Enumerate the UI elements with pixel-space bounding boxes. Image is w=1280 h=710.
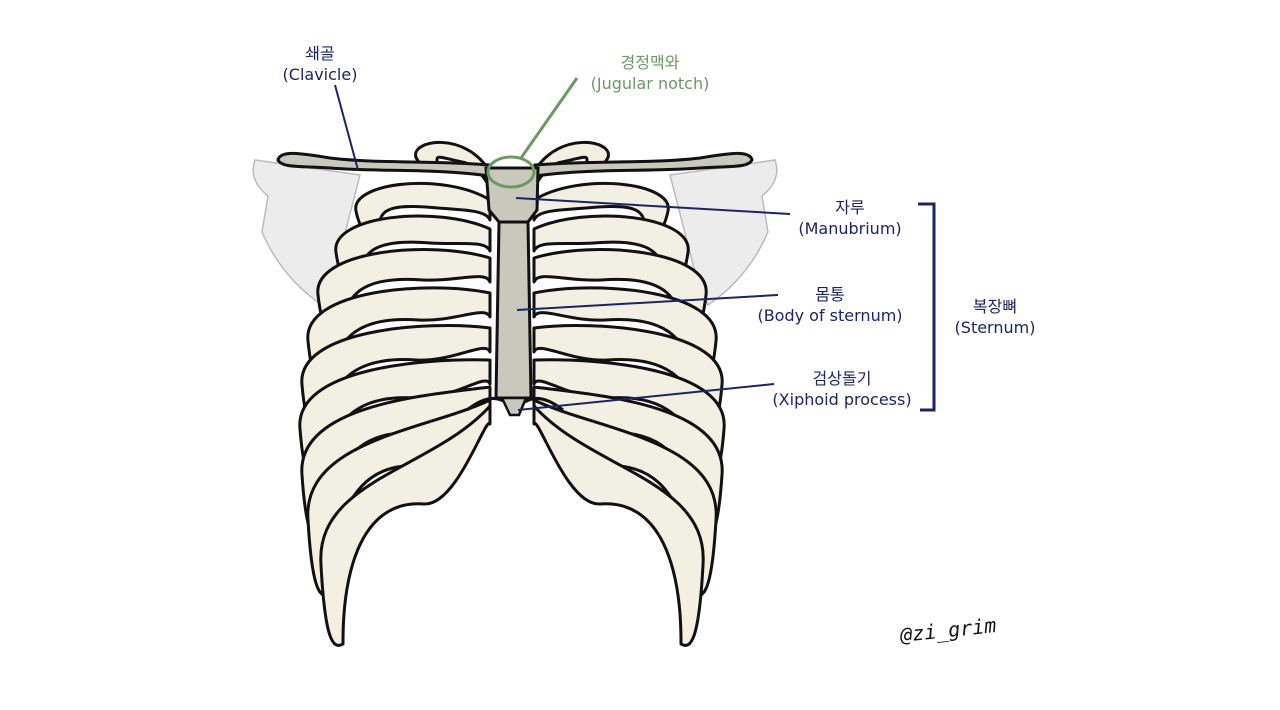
scapula-right bbox=[669, 159, 778, 307]
label-jugular-notch: 경정맥와 (Jugular notch) bbox=[590, 53, 710, 93]
xiphoid-process bbox=[500, 396, 528, 417]
rib-right-10 bbox=[532, 404, 705, 647]
clavicle-right bbox=[533, 151, 754, 178]
sternum-body bbox=[494, 220, 533, 400]
sternum-bracket bbox=[918, 202, 936, 412]
label-clavicle: 쇄골 (Clavicle) bbox=[282, 44, 358, 84]
leader-lines bbox=[334, 77, 791, 411]
label-xiphoid-process: 검상돌기 (Xiphoid process) bbox=[772, 369, 912, 409]
jugular-notch-marker bbox=[486, 155, 536, 189]
clavicle-left bbox=[276, 151, 492, 178]
ribs bbox=[298, 140, 726, 647]
label-sternum: 복장뼈 (Sternum) bbox=[954, 297, 1036, 337]
rib-left-10 bbox=[319, 404, 492, 647]
label-body-of-sternum: 몸통 (Body of sternum) bbox=[757, 285, 903, 325]
manubrium bbox=[484, 166, 540, 224]
label-manubrium: 자루 (Manubrium) bbox=[798, 198, 902, 238]
